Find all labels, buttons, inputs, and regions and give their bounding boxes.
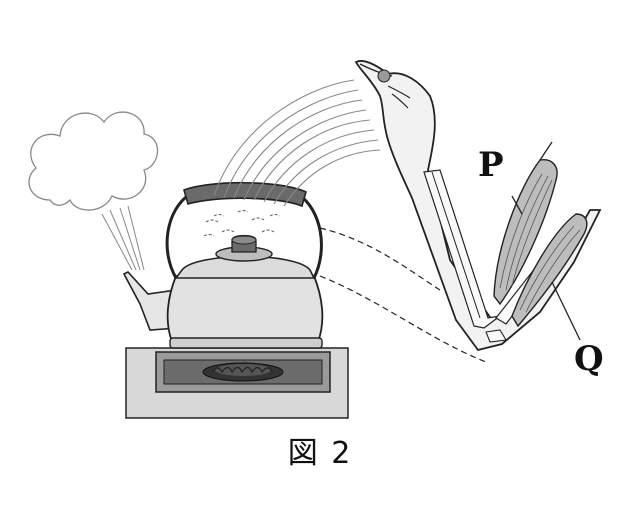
kettle [122,181,324,349]
leader-line-p [511,195,523,215]
leader-line-q [551,281,581,341]
heat-arcs [213,79,381,207]
label-p: P [478,145,504,185]
muscle-q [511,213,588,328]
dashed-guide-lines [319,227,487,363]
figure-caption: 図 2 [287,436,353,471]
steam-cloud [28,111,159,271]
gas-stove [125,347,349,419]
muscle-p [493,141,558,306]
label-q: Q [574,339,604,379]
